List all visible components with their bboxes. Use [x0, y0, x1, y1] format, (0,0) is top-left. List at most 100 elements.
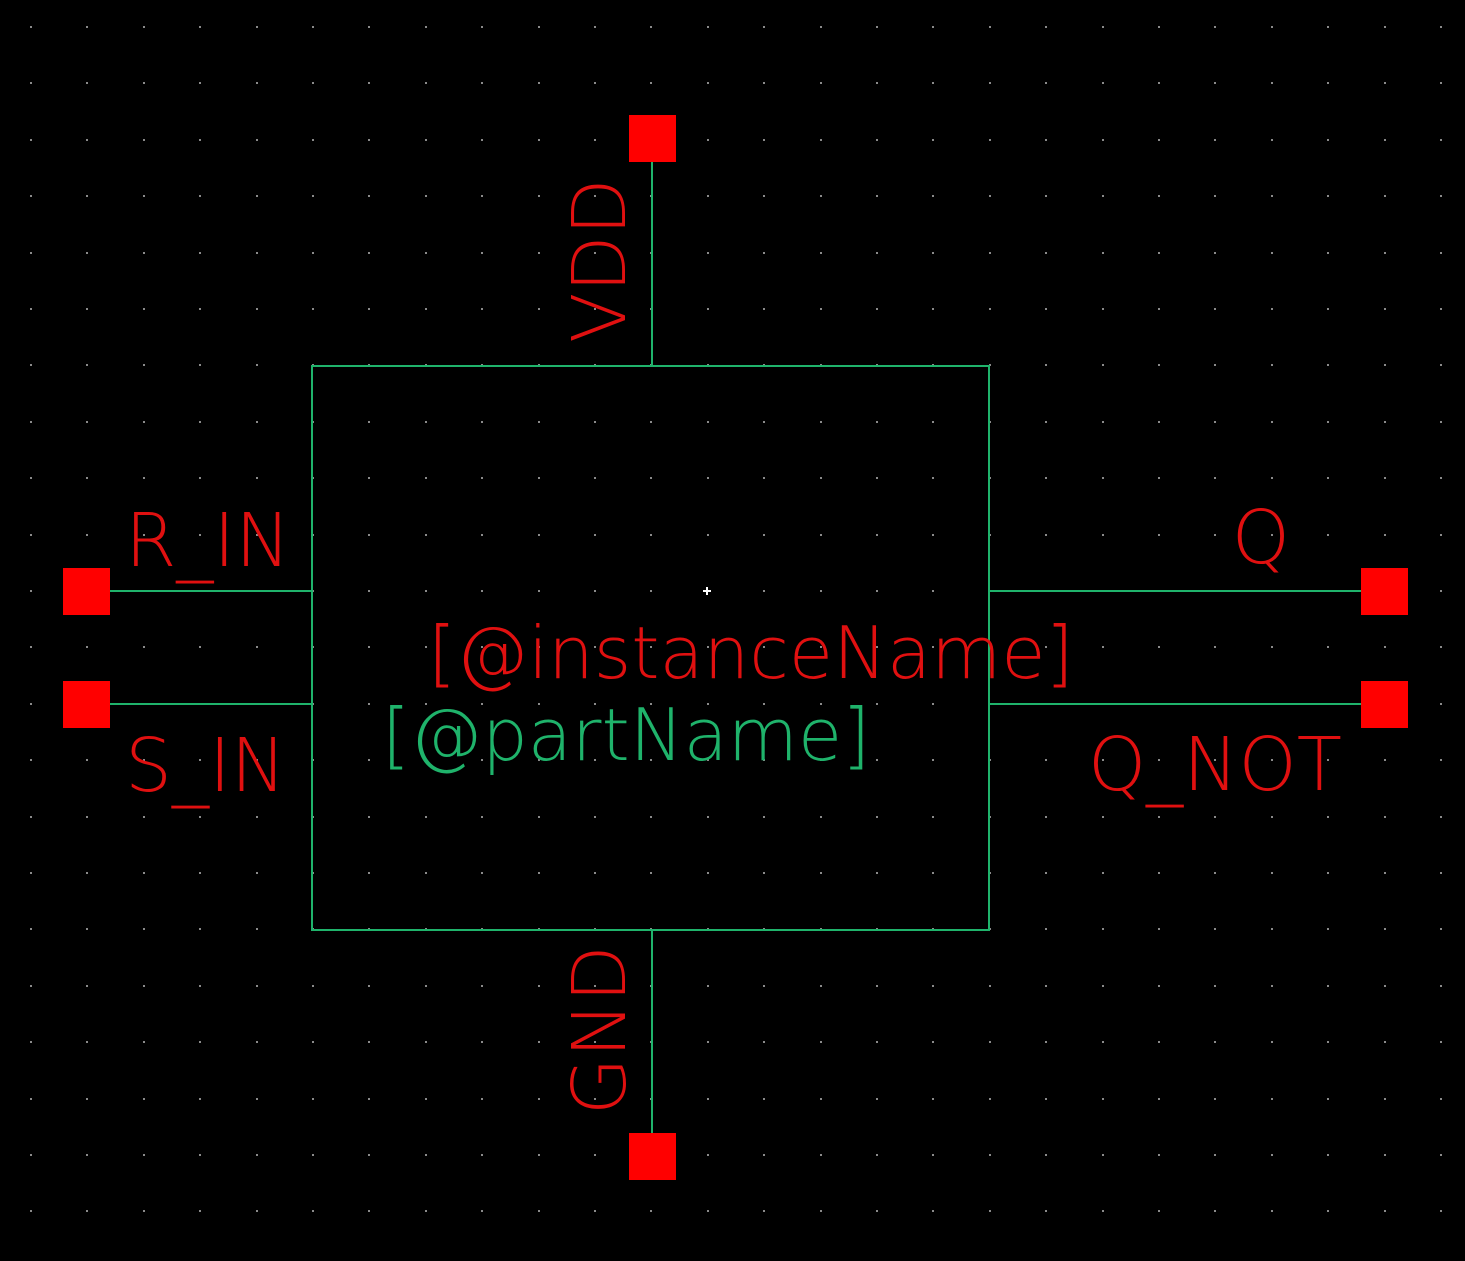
- grid-dot: [1214, 1098, 1216, 1100]
- r-in-pin[interactable]: [63, 568, 110, 615]
- grid-dot: [1102, 26, 1104, 28]
- grid-dot: [538, 308, 540, 310]
- grid-dot: [30, 308, 32, 310]
- grid-dot: [256, 421, 258, 423]
- grid-dot: [707, 195, 709, 197]
- grid-dot: [707, 308, 709, 310]
- grid-dot: [1158, 364, 1160, 366]
- grid-dot: [1214, 421, 1216, 423]
- grid-dot: [86, 195, 88, 197]
- grid-dot: [1158, 82, 1160, 84]
- grid-dot: [425, 872, 427, 874]
- grid-dot: [538, 26, 540, 28]
- grid-dot: [820, 1154, 822, 1156]
- grid-dot: [143, 477, 145, 479]
- grid-dot: [538, 872, 540, 874]
- grid-dot: [1102, 646, 1104, 648]
- grid-dot: [1384, 26, 1386, 28]
- grid-dot: [538, 985, 540, 987]
- grid-dot: [143, 1098, 145, 1100]
- grid-dot: [1045, 421, 1047, 423]
- grid-dot: [1214, 759, 1216, 761]
- grid-dot: [1158, 816, 1160, 818]
- grid-dot: [1045, 928, 1047, 930]
- grid-dot: [820, 308, 822, 310]
- grid-dot: [1158, 1041, 1160, 1043]
- grid-dot: [1045, 985, 1047, 987]
- grid-dot: [876, 1210, 878, 1212]
- grid-dot: [538, 477, 540, 479]
- grid-dot: [876, 308, 878, 310]
- grid-dot: [86, 26, 88, 28]
- grid-dot: [1158, 195, 1160, 197]
- grid-dot: [1214, 985, 1216, 987]
- grid-dot: [86, 928, 88, 930]
- grid-dot: [989, 1154, 991, 1156]
- grid-dot: [199, 308, 201, 310]
- grid-dot: [989, 1210, 991, 1212]
- grid-dot: [538, 590, 540, 592]
- grid-dot: [312, 1210, 314, 1212]
- grid-dot: [368, 759, 370, 761]
- grid-dot: [594, 985, 596, 987]
- grid-dot: [538, 1041, 540, 1043]
- symbol-body[interactable]: [311, 365, 990, 931]
- grid-dot: [1327, 1154, 1329, 1156]
- grid-dot: [425, 534, 427, 536]
- grid-dot: [1214, 252, 1216, 254]
- grid-dot: [538, 252, 540, 254]
- grid-dot: [707, 534, 709, 536]
- grid-dot: [1214, 1210, 1216, 1212]
- grid-dot: [143, 985, 145, 987]
- grid-dot: [1214, 646, 1216, 648]
- grid-dot: [1102, 1041, 1104, 1043]
- grid-dot: [538, 534, 540, 536]
- grid-dot: [763, 872, 765, 874]
- grid-dot: [1440, 646, 1442, 648]
- grid-dot: [256, 364, 258, 366]
- q-not-pin[interactable]: [1361, 681, 1408, 728]
- grid-dot: [932, 1098, 934, 1100]
- grid-dot: [876, 421, 878, 423]
- grid-dot: [481, 759, 483, 761]
- grid-dot: [425, 1098, 427, 1100]
- grid-dot: [312, 26, 314, 28]
- grid-dot: [368, 421, 370, 423]
- grid-dot: [763, 816, 765, 818]
- gnd-pin[interactable]: [629, 1133, 676, 1180]
- grid-dot: [143, 364, 145, 366]
- grid-dot: [256, 1154, 258, 1156]
- grid-dot: [143, 1210, 145, 1212]
- grid-dot: [86, 308, 88, 310]
- part-name-label[interactable]: [@partName]: [382, 693, 870, 777]
- grid-dot: [763, 252, 765, 254]
- grid-dot: [989, 195, 991, 197]
- grid-dot: [707, 703, 709, 705]
- grid-dot: [312, 195, 314, 197]
- grid-dot: [1327, 534, 1329, 536]
- grid-dot: [989, 26, 991, 28]
- grid-dot: [143, 421, 145, 423]
- grid-dot: [86, 534, 88, 536]
- grid-dot: [1384, 872, 1386, 874]
- s-in-pin[interactable]: [63, 681, 110, 728]
- grid-dot: [594, 816, 596, 818]
- grid-dot: [86, 421, 88, 423]
- grid-dot: [199, 1041, 201, 1043]
- grid-dot: [1158, 985, 1160, 987]
- gnd-pin-label: GND: [557, 945, 643, 1115]
- grid-dot: [481, 421, 483, 423]
- grid-dot: [1214, 364, 1216, 366]
- grid-dot: [932, 985, 934, 987]
- grid-dot: [594, 590, 596, 592]
- q-pin[interactable]: [1361, 568, 1408, 615]
- grid-dot: [1214, 477, 1216, 479]
- vdd-pin[interactable]: [629, 115, 676, 162]
- s-in-pin-label: S_IN: [125, 723, 286, 809]
- instance-name-label[interactable]: [@instanceName]: [428, 611, 1074, 695]
- grid-dot: [1158, 872, 1160, 874]
- grid-dot: [1102, 308, 1104, 310]
- grid-dot: [1440, 985, 1442, 987]
- grid-dot: [876, 703, 878, 705]
